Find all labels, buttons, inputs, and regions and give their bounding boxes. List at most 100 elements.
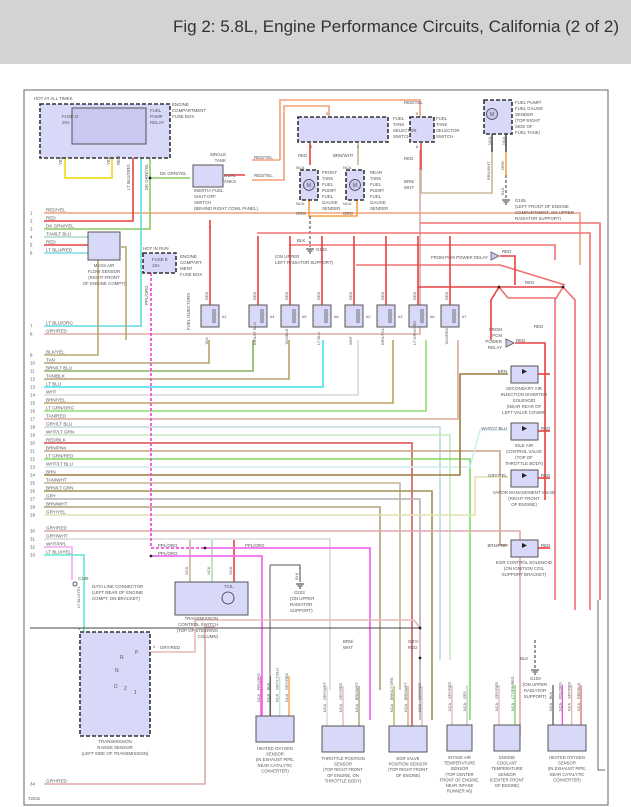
bottom-sensor-label: FRONT OF ENGINE, (440, 777, 480, 782)
bottom-sensor-nca: NCA (404, 704, 408, 712)
bottom-sensor-label: (TOP RIGHT FRONT (323, 767, 363, 772)
pin-wire-label: GRY/WHT (46, 534, 68, 539)
selector1-pin5: 5 (326, 111, 329, 116)
bottom-sensor-label: (CENTER FRONT (490, 777, 525, 782)
fuel-tank-selector-switch-1 (297, 116, 389, 143)
solenoid-in-wire: BRN/PNK (487, 543, 507, 548)
trs-position-N: N (115, 668, 119, 674)
wire-pin25-tan-wht (44, 482, 401, 690)
solenoid-label: SUPPORT BRACKET) (502, 572, 547, 577)
selector2-pin6: 6 (416, 144, 419, 149)
front-tank-nca-bot: NCA (296, 201, 305, 206)
wire-red-loop-3 (289, 244, 556, 260)
splice-dot (149, 554, 153, 558)
pin-wire-label: DK GRN/YEL (46, 224, 74, 229)
wire-pin26-brn-lt-grn (44, 490, 433, 720)
fuel-pump-sender-label: FUEL GAUGE (515, 106, 543, 111)
tcil-lamp-icon (221, 591, 235, 605)
injector-wire-label: WHT (348, 335, 353, 345)
fuse-e-box-label: FUSE BOX (180, 272, 202, 277)
rear-tank-label: FUEL (370, 182, 382, 187)
fuse-e-box (142, 252, 177, 274)
g106-desc: (LEFT FRONT OF ENGINE (515, 204, 569, 209)
injector-number: #1 (222, 314, 227, 319)
bottom-sensor-label: SENSOR (558, 761, 576, 766)
wire-sel2-brn-wht (420, 152, 493, 194)
fuse-e-box-label: ENGINE (180, 254, 197, 259)
solenoid-label: CONTROL VALVE (506, 449, 542, 454)
injector-red-label: RED (444, 291, 449, 300)
ppl-org-label-2: PPL/ORG (158, 551, 178, 556)
wire-pin28-brn-wht (44, 506, 381, 690)
rear-tank-label: SENDER (370, 206, 388, 211)
solenoid-label: THROTTLE BODY) (505, 461, 544, 466)
pcm-relay-arrow-icon (490, 251, 500, 261)
bottom-sensor-wire-label: LT GRN/RED (511, 676, 515, 699)
wire-blk-g103-mid (270, 564, 301, 582)
injector-number: #3 (398, 314, 403, 319)
injector-number: #2 (366, 314, 371, 319)
pin-wire-label: BRN/YEL (46, 398, 66, 403)
wire-pin33-lt-blu-yel (44, 554, 85, 632)
bottom-sensor-wire-label: PPL/ORG (257, 673, 261, 690)
bottom-sensor-label: THROTTLE POSITION (321, 756, 364, 761)
from-pcm-relay-label: FROM PCM POWER RELAY (431, 255, 488, 260)
wire-pin31-gry-wht (44, 538, 331, 690)
wire-pcm-relay-1 (500, 255, 516, 285)
pin-number: 33 (30, 553, 35, 558)
fuel-pump-sender-motor-icon (486, 108, 498, 120)
tcs-nca-label: NCA (206, 566, 211, 575)
mass-air-flow-sensor (87, 231, 121, 261)
figure-id: 72241 (28, 796, 41, 801)
g103-right-name: G103 (530, 676, 541, 681)
selector2-label: FUEL (436, 116, 448, 121)
solenoid-out-wire: RED (541, 543, 550, 548)
selector2-label: SELECTOR (436, 128, 460, 133)
pin-number: 4 (30, 235, 33, 240)
g103-top-desc: LEFT RADIATOR SUPPORT) (275, 260, 334, 265)
wire-maf-out (121, 246, 127, 340)
fuel-pump-sender-label: SIDE OF (515, 124, 533, 129)
pin-wire-label: RED/BLK (46, 438, 67, 443)
tcil-label: TCIL (224, 584, 234, 589)
selector2-brn-wht-label: WHT (404, 185, 414, 190)
components-layer (39, 99, 587, 753)
solenoid (510, 365, 539, 384)
from-pcm-power-relay-label: RELAY (488, 345, 502, 350)
injector-wire-label: LT GRN/ORG (412, 320, 417, 345)
from-pcm-power-relay-label: FROM (489, 327, 502, 332)
wire-pin24-brn (44, 373, 508, 476)
pin-wire-label: BRN/LT GRN (46, 486, 73, 491)
wire-pin21-brn-pnk (44, 450, 508, 546)
wire-injector-10 (44, 340, 210, 364)
solenoid-out-wire: RED (541, 426, 550, 431)
wire-injector-15 (44, 340, 394, 404)
injector-red-label: RED (348, 291, 353, 300)
bottom-sensor-label: NEAR CATALYTIC (258, 763, 293, 768)
solenoid-label: (ON IGNITION COIL (504, 566, 545, 571)
wire-pin32-wht-ppl (44, 546, 73, 580)
solenoid-label: INJECTION DIVERTER (501, 392, 548, 397)
single-tank-wire: RED/YEL (254, 155, 273, 160)
bottom-sensor-label: ENGINE (499, 755, 515, 760)
wire-pin23-wht-lt-blu (44, 429, 508, 468)
from-pcm-power-relay-label: PCM (492, 333, 502, 338)
wire-red-right (498, 286, 556, 600)
pin-number: 9 (30, 353, 33, 358)
bottom-sensor-label: CONVERTER) (261, 768, 289, 773)
wire-red-bus-down (490, 286, 500, 340)
trs-in-wire-label: LT BLU/YEL (76, 585, 81, 608)
front-tank-label: GAUGE (322, 200, 338, 205)
diode-icon (522, 543, 527, 548)
pin-number: 11 (30, 369, 35, 374)
fuse-box-label: ENGINE (172, 102, 189, 107)
wires-layer (30, 99, 605, 785)
pin-wire-label: LT BLU (46, 382, 61, 387)
tcs-label: COLUMN) (198, 634, 219, 639)
sender-nca-1: NCA (487, 136, 492, 145)
bottom-sensor-nca: NCA (463, 703, 467, 711)
bottom-sensor-wire-label: GRY (463, 690, 467, 699)
sender-brn-wht-label: BRN/WHT (486, 161, 491, 180)
pin-number: 3 (30, 227, 33, 232)
pin-number: 23 (30, 465, 35, 470)
